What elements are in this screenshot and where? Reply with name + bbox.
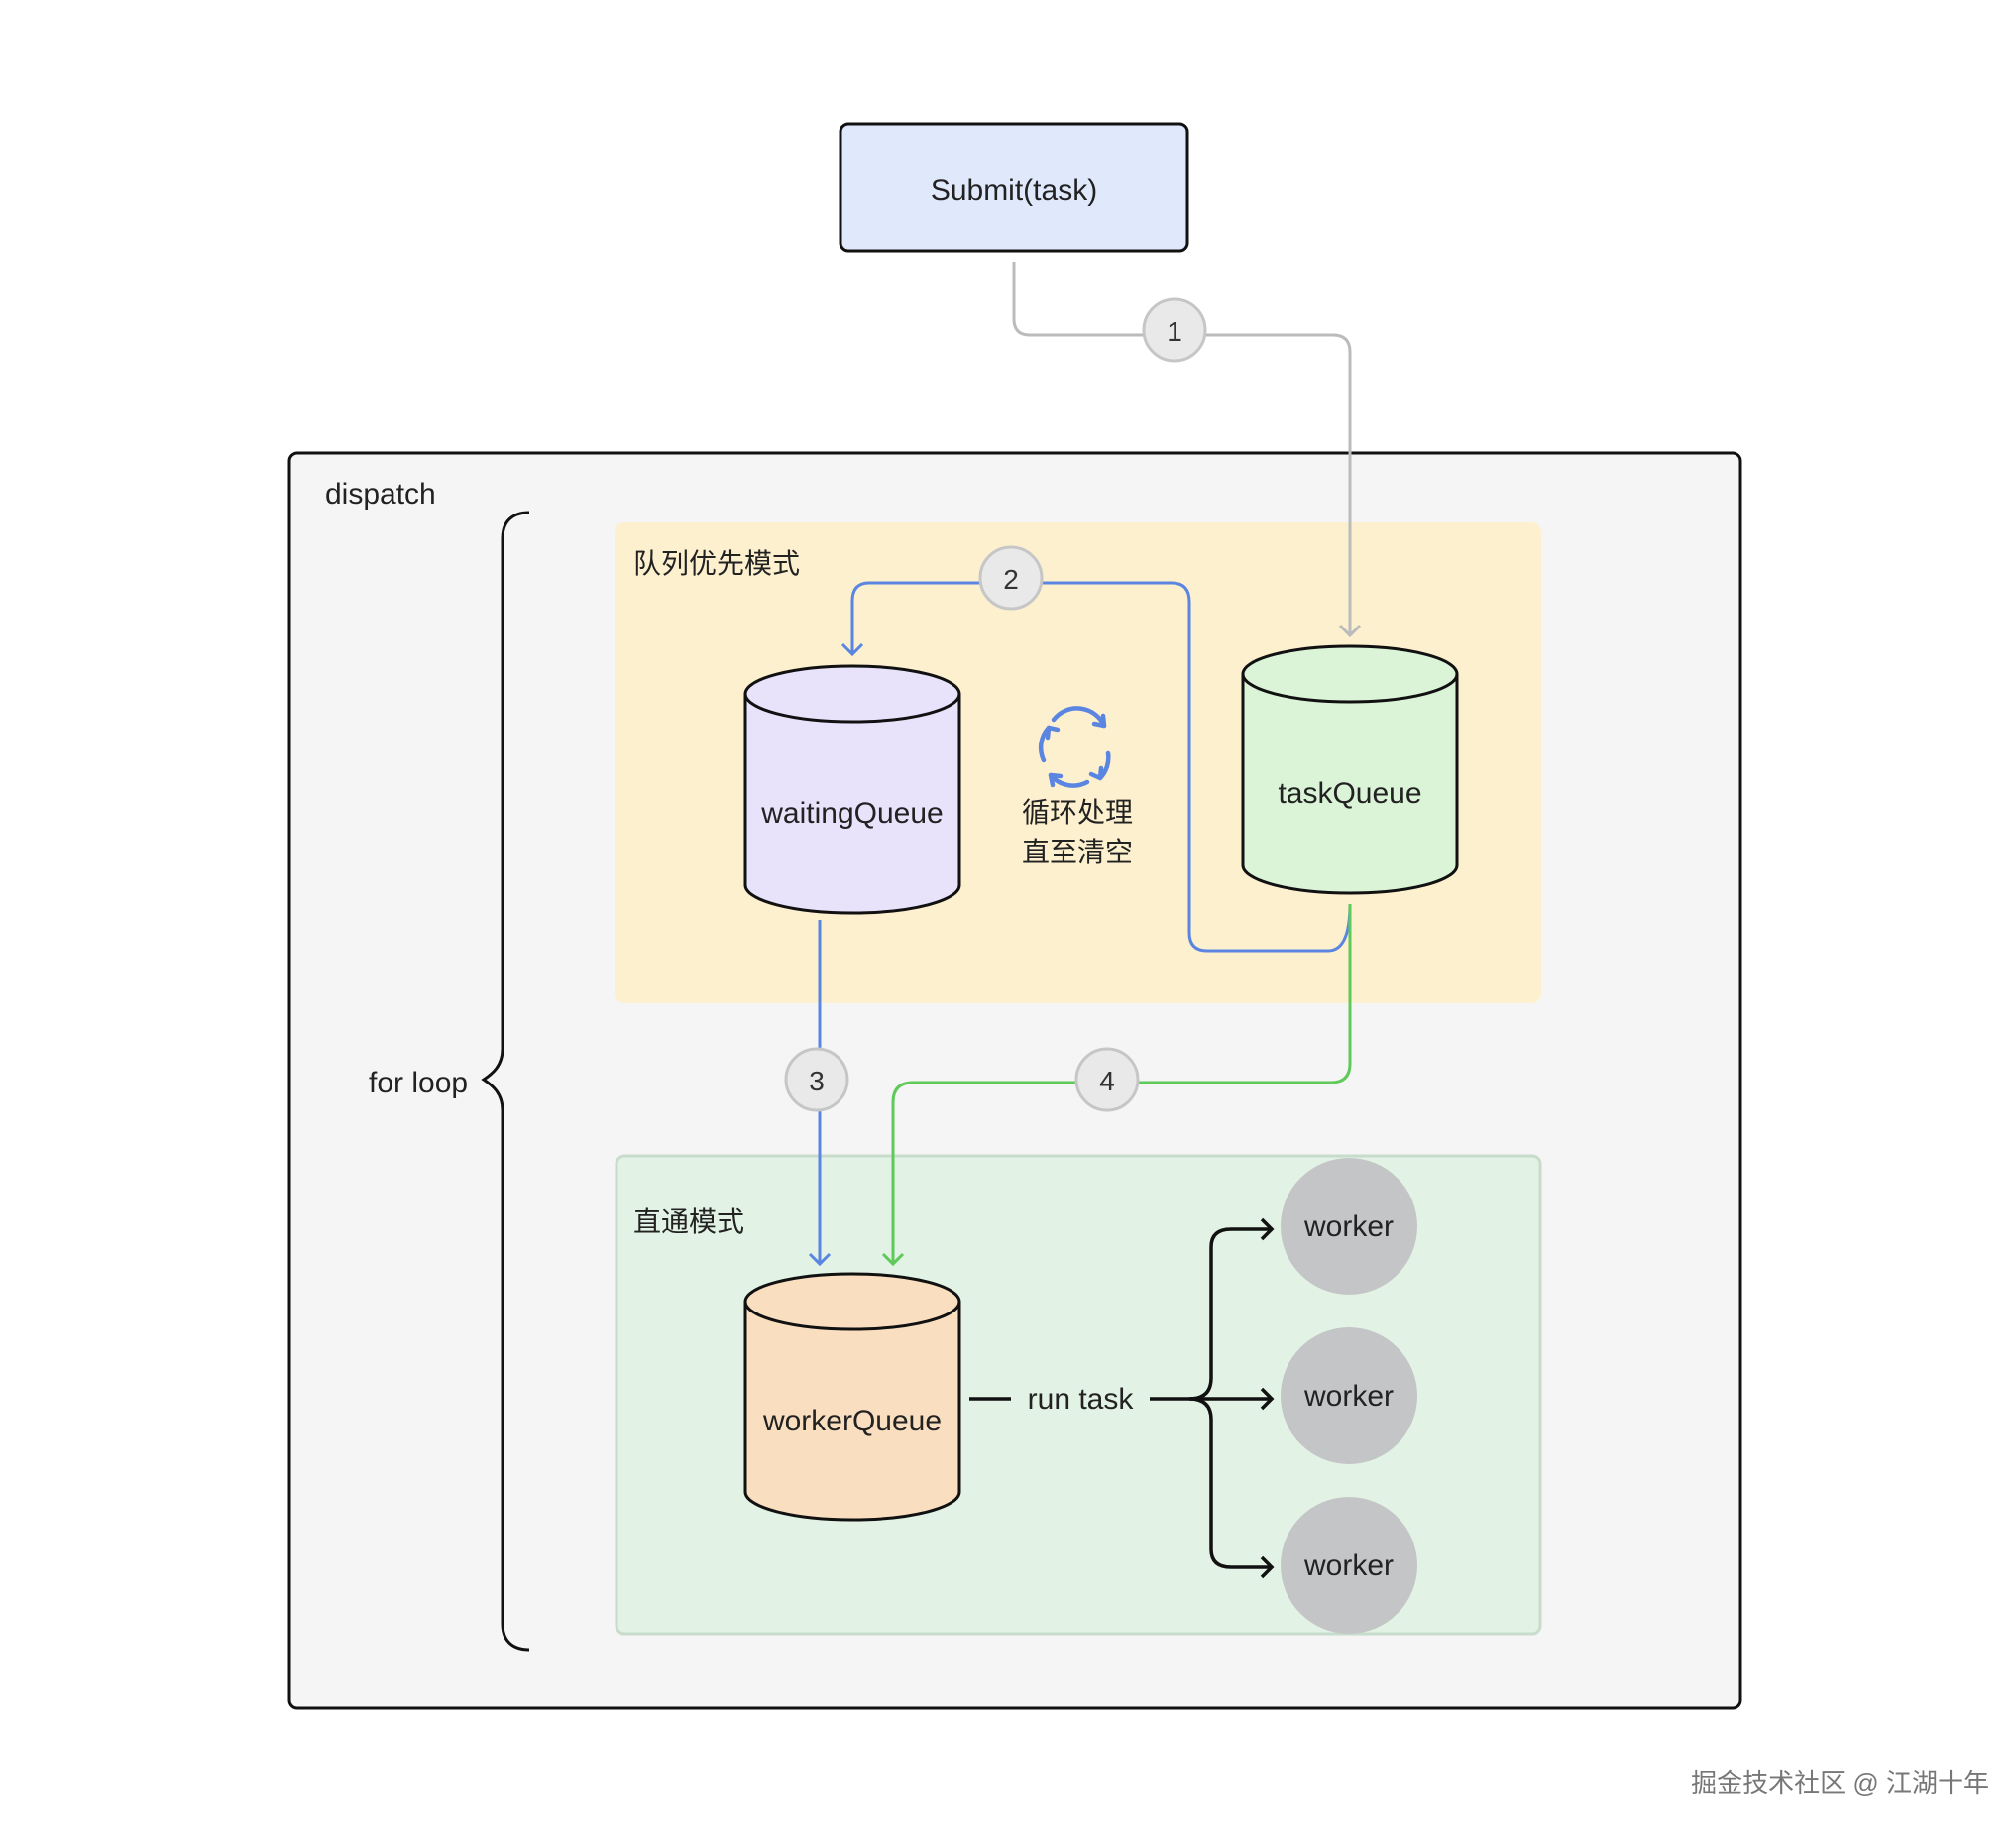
loop-text-line2: 直至清空 <box>1022 837 1133 867</box>
worker-node: worker <box>1281 1497 1417 1634</box>
loop-text-line1: 循环处理 <box>1022 797 1133 828</box>
worker-label: worker <box>1303 1380 1394 1413</box>
task-queue-cylinder: taskQueue <box>1241 644 1459 895</box>
worker-label: worker <box>1303 1210 1394 1243</box>
step-badge-3: 3 <box>784 1047 849 1112</box>
queue-priority-label: 队列优先模式 <box>633 548 800 579</box>
dispatch-label: dispatch <box>325 478 436 511</box>
submit-label: Submit(task) <box>931 174 1097 207</box>
step-badge-4: 4 <box>1074 1047 1140 1112</box>
cycle-icon <box>1038 706 1111 788</box>
svg-text:2: 2 <box>1003 564 1019 595</box>
worker-queue-cylinder: workerQueue <box>743 1272 961 1522</box>
worker-node: worker <box>1281 1327 1417 1464</box>
svg-text:1: 1 <box>1167 316 1182 347</box>
worker-node: worker <box>1281 1158 1417 1295</box>
arrow-step-2 <box>840 581 1352 953</box>
worker-queue-label: workerQueue <box>762 1405 942 1437</box>
for-loop-label: for loop <box>369 1067 468 1099</box>
worker-label: worker <box>1303 1549 1394 1582</box>
waiting-queue-label: waitingQueue <box>760 797 943 830</box>
waiting-queue-cylinder: waitingQueue <box>743 664 961 915</box>
step-badge-1: 1 <box>1142 297 1207 363</box>
svg-text:4: 4 <box>1099 1066 1115 1096</box>
for-loop-brace <box>481 511 530 1652</box>
direct-mode-label: 直通模式 <box>633 1206 744 1237</box>
run-task-label: run task <box>1028 1383 1135 1416</box>
watermark: 掘金技术社区 @ 江湖十年 <box>1691 1769 1989 1798</box>
step-badge-2: 2 <box>978 545 1044 611</box>
submit-box <box>839 122 1189 253</box>
arrow-to-worker-3 <box>1188 1397 1275 1579</box>
arrow-to-worker-1 <box>1188 1217 1275 1401</box>
task-queue-label: taskQueue <box>1278 777 1421 810</box>
svg-text:3: 3 <box>809 1066 825 1096</box>
